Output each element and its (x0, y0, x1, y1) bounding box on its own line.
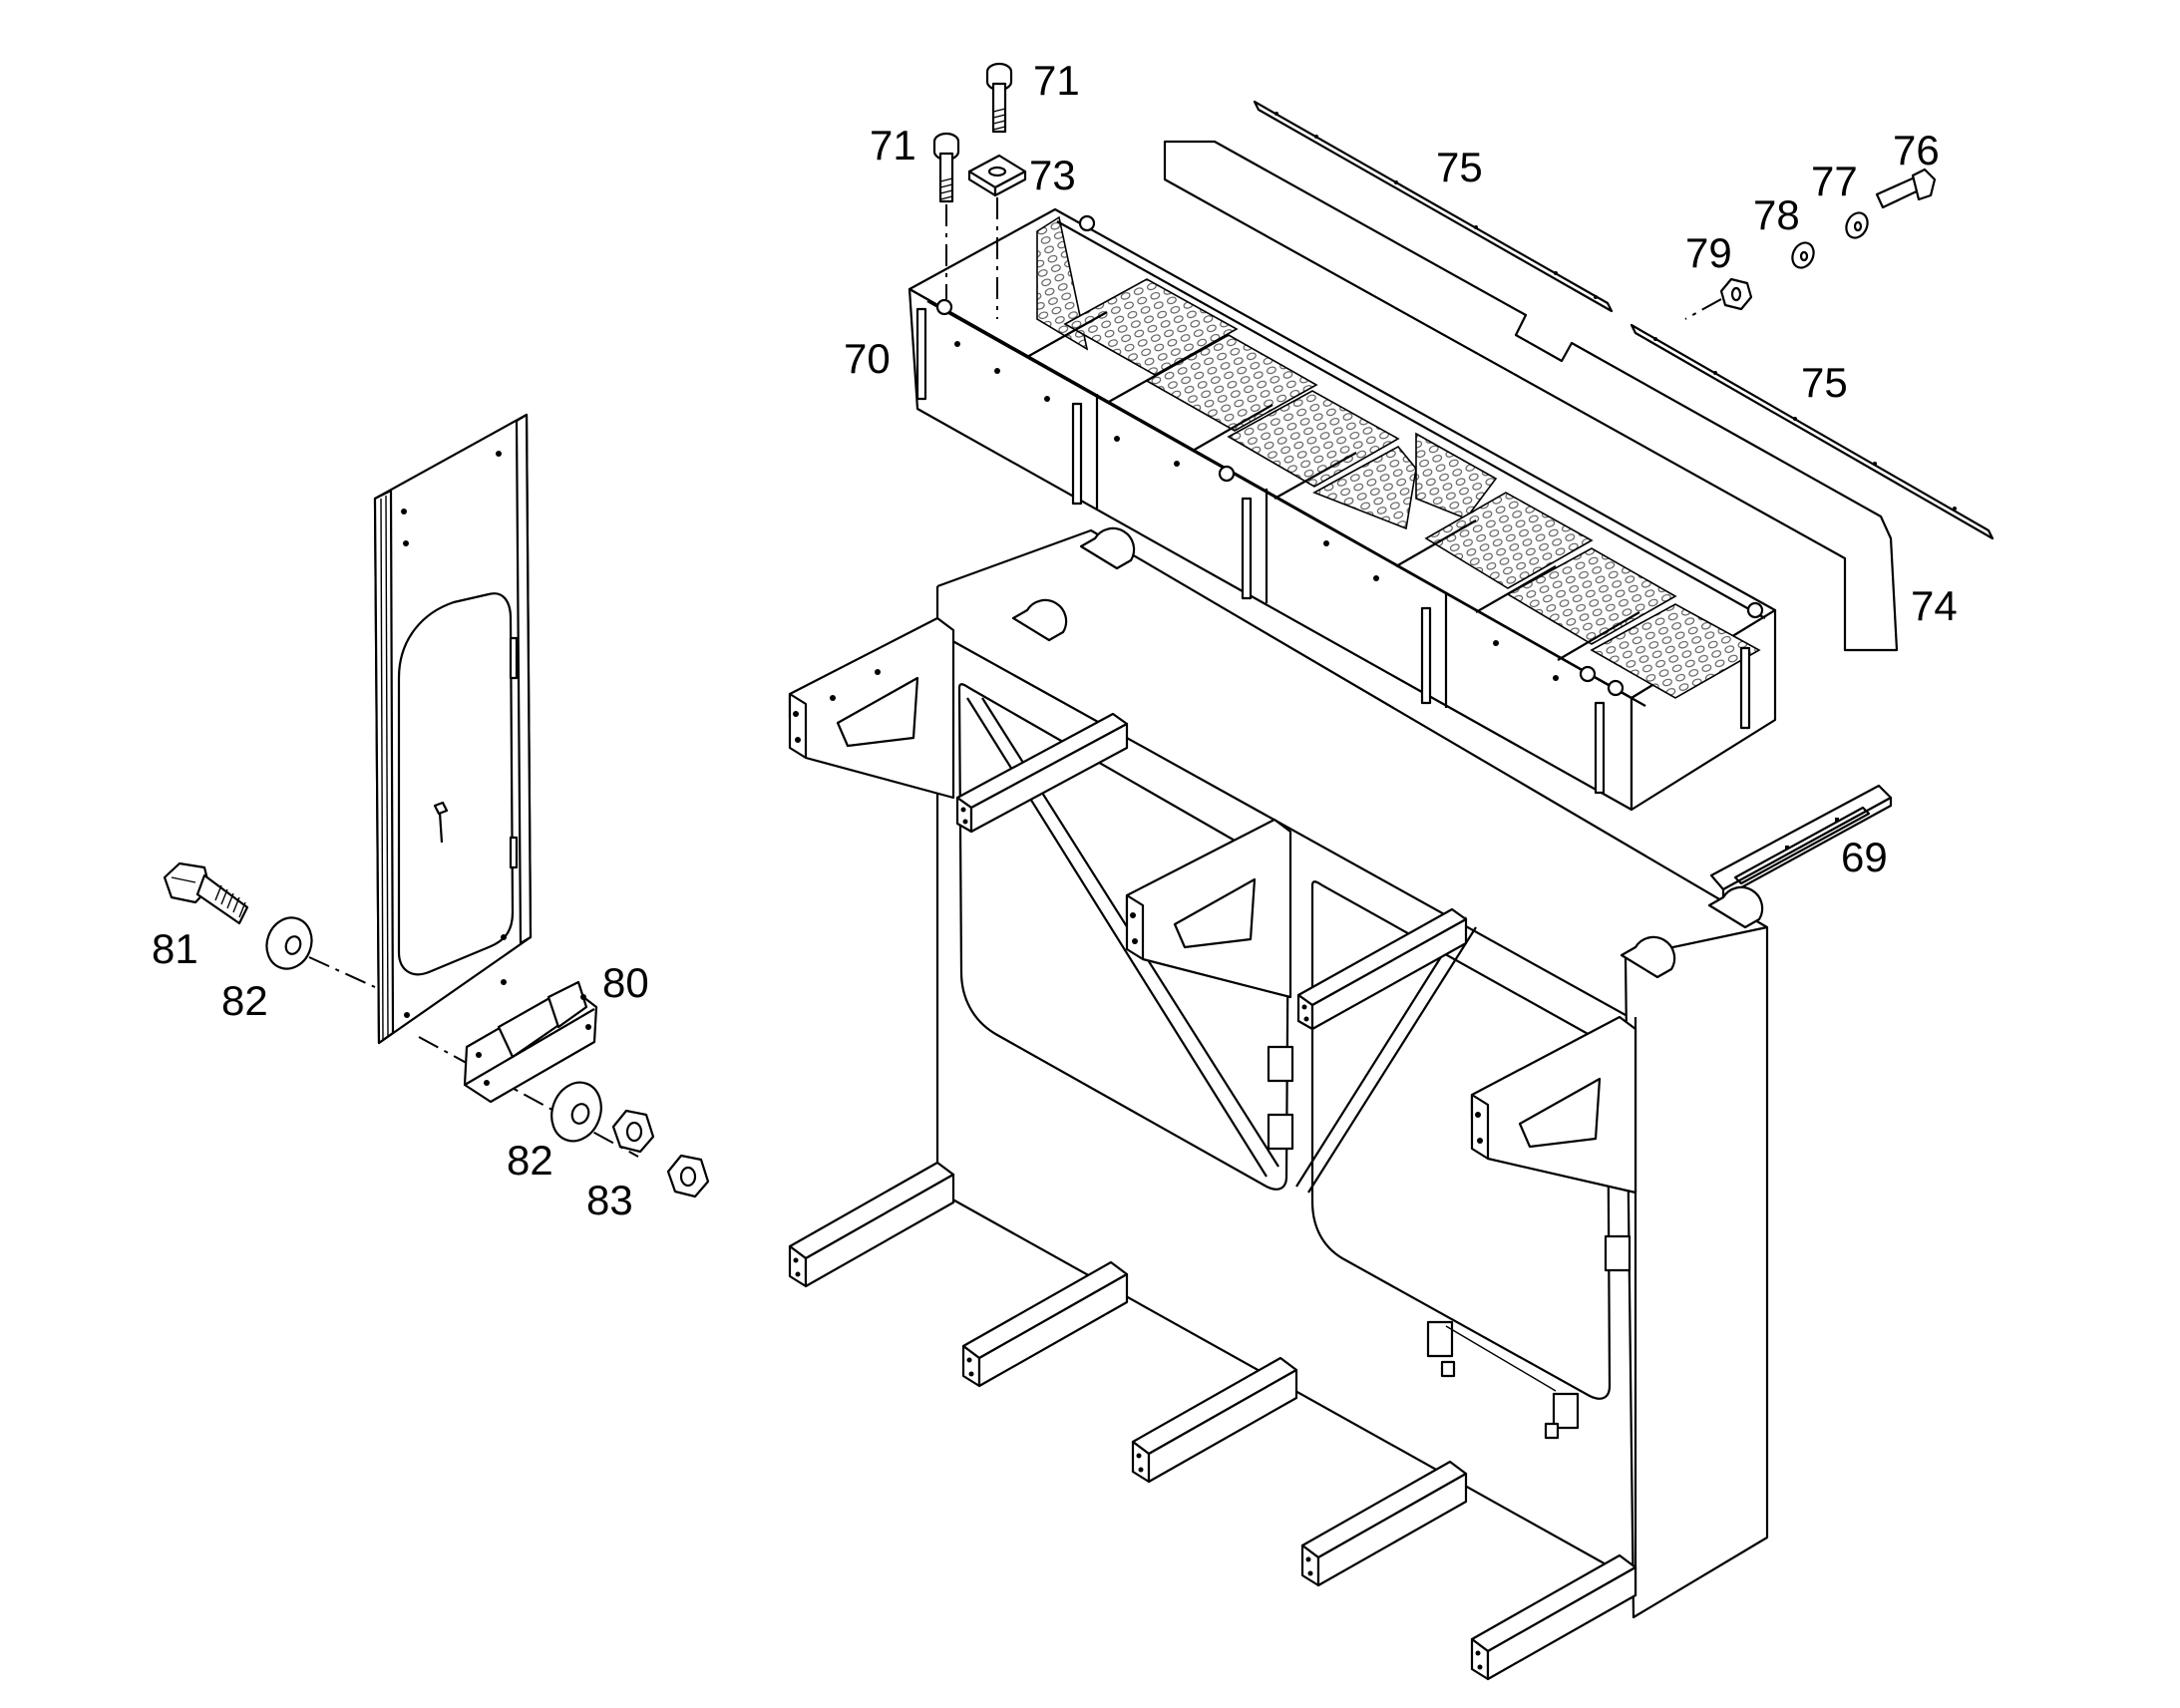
label-82-upper: 82 (221, 977, 268, 1024)
label-71-upper: 71 (1033, 57, 1080, 104)
bottom-foot-1 (788, 1161, 955, 1288)
label-77: 77 (1811, 158, 1858, 204)
nut-83 (611, 1109, 710, 1198)
bottom-foot-2 (961, 1260, 1129, 1388)
washer-82-lower (550, 1081, 602, 1143)
label-73: 73 (1029, 152, 1076, 198)
strip-75-lower (1630, 323, 1995, 540)
label-80: 80 (602, 959, 649, 1006)
label-83: 83 (586, 1177, 633, 1223)
bolt-81 (163, 861, 249, 925)
main-frame (935, 526, 1769, 1619)
mounting-bar-69 (1709, 784, 1893, 899)
label-81: 81 (152, 925, 198, 972)
bottom-foot-5 (1470, 1553, 1637, 1681)
filter-box-70 (908, 207, 1777, 812)
bolt-71-lower (932, 132, 960, 203)
access-door-panel (373, 413, 533, 1045)
bracket-80 (463, 980, 598, 1104)
washer-77 (1845, 211, 1869, 239)
label-74: 74 (1911, 582, 1958, 629)
upper-gusset-bracket-3 (1470, 1015, 1637, 1195)
label-82-lower: 82 (507, 1137, 553, 1184)
washer-82-upper (265, 916, 313, 970)
upper-gusset-bracket-1 (788, 616, 955, 800)
label-69: 69 (1841, 834, 1888, 880)
label-70: 70 (844, 335, 891, 382)
strip-75-upper (1253, 100, 1614, 313)
bolt-71-upper (985, 62, 1013, 134)
label-78: 78 (1753, 191, 1800, 238)
label-76: 76 (1893, 127, 1940, 173)
panel-74 (1163, 140, 1899, 652)
upper-gusset-bracket-2 (1125, 818, 1292, 999)
label-71-lower: 71 (870, 122, 916, 169)
mid-beam-2 (1296, 907, 1468, 1031)
axis-line-79 (1684, 298, 1722, 320)
label-75-upper: 75 (1436, 144, 1483, 190)
plate-73 (967, 154, 1027, 197)
axis-line-bracket (418, 1036, 639, 1158)
washer-78 (1791, 241, 1815, 269)
bottom-foot-3 (1131, 1356, 1298, 1484)
label-75-lower: 75 (1801, 359, 1848, 406)
bolt-76 (1875, 168, 1937, 209)
nut-79 (1719, 277, 1753, 311)
bottom-foot-4 (1300, 1460, 1468, 1587)
label-79: 79 (1685, 229, 1732, 276)
axis-line-bolt (308, 956, 376, 988)
mid-beam-1 (955, 712, 1129, 834)
